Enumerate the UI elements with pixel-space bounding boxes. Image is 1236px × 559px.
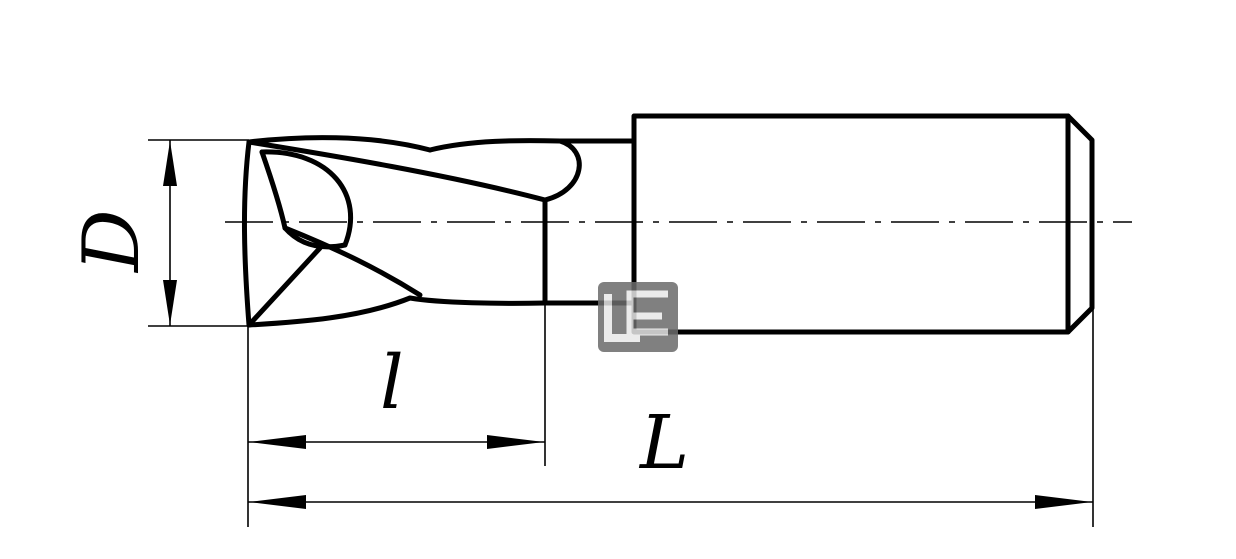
cutting-flutes — [241, 135, 582, 328]
arrow-L-right — [1035, 495, 1092, 509]
dimension-D: D — [67, 139, 249, 327]
dimension-L: L — [248, 308, 1094, 527]
arrow-L-left — [249, 495, 306, 509]
arrow-l-left — [249, 435, 306, 449]
arrow-D-bottom — [163, 280, 177, 325]
dimension-l: l — [247, 303, 546, 527]
arrow-D-top — [163, 141, 177, 186]
label-D: D — [67, 209, 157, 274]
label-l: l — [380, 340, 404, 426]
label-L: L — [638, 400, 689, 486]
logo-watermark-icon — [598, 282, 678, 352]
shank — [631, 113, 1095, 335]
arrow-l-right — [487, 435, 544, 449]
